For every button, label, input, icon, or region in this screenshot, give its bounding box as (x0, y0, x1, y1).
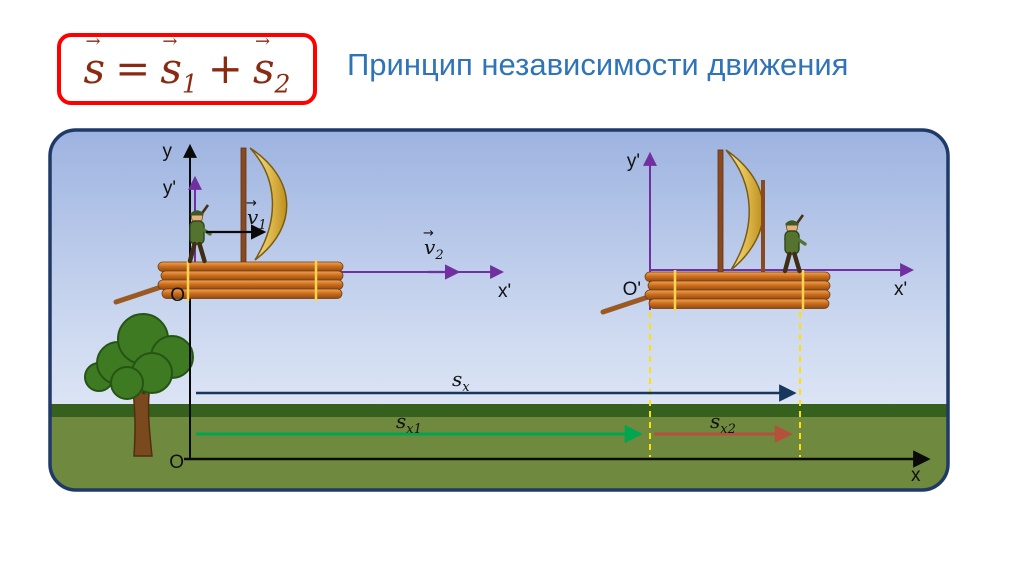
v2-label: v2 (424, 235, 444, 263)
mast-right-2 (761, 180, 765, 274)
vector-arrow-icon: → (254, 31, 271, 52)
vector-s1: →s1 (160, 33, 197, 97)
origin-bottom-label: O (169, 452, 184, 473)
vector-arrow-icon: → (85, 31, 101, 52)
y-axis-label: y (163, 141, 173, 162)
mast-right (717, 149, 724, 275)
tree-foliage (84, 313, 194, 400)
x-axis-label: x (911, 465, 921, 486)
equals-sign: = (115, 44, 151, 93)
formula-s2: s (252, 44, 275, 93)
sx2-label: sx2 (710, 409, 736, 437)
v1-arrow-icon: → (246, 196, 257, 211)
vector-s: →s (84, 33, 106, 90)
y-prime-right-label: y' (627, 151, 640, 172)
origin-left-label: O (170, 285, 185, 306)
origin-prime-label: O' (623, 279, 641, 300)
sail-right (725, 149, 765, 271)
raft-left (116, 147, 343, 302)
formula-box: →s = →s1 + →s2 (57, 33, 317, 105)
x-prime-left-label: x' (498, 281, 511, 302)
formula-s2-subscript: 2 (274, 69, 291, 99)
formula-s: s (83, 44, 106, 93)
page-title: Принцип независимости движения (347, 47, 849, 82)
y-prime-left-label: y' (163, 178, 176, 199)
formula-s1-subscript: 1 (181, 69, 198, 99)
ground-band (50, 404, 948, 417)
tree (84, 313, 194, 457)
sail-left (249, 147, 288, 261)
formula-s1: s (160, 44, 182, 93)
sx1-label: sx1 (396, 409, 422, 437)
x-prime-right-label: x' (894, 279, 907, 300)
plus-sign: + (207, 44, 243, 93)
v1-label: v1 (247, 205, 267, 233)
v2-arrow-icon: → (423, 226, 434, 241)
vector-s2: →s2 (253, 33, 290, 97)
vector-arrow-icon: → (162, 31, 178, 52)
sx-label: sx (452, 367, 470, 395)
diagram-panel: y y' O x' y' O' x' x O v1 → v2 → sx sx1 … (50, 130, 948, 490)
raft-right (603, 149, 830, 312)
panel-border (48, 128, 950, 492)
ground (50, 404, 948, 490)
